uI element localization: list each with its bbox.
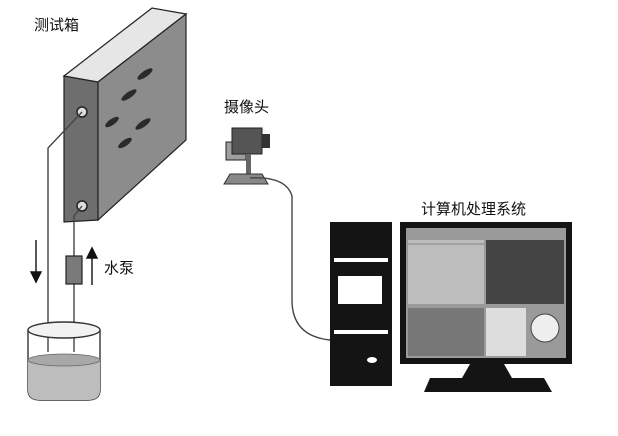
test-box bbox=[64, 8, 186, 222]
beaker bbox=[28, 322, 100, 400]
pump-label: 水泵 bbox=[104, 257, 134, 278]
outflow-arrow bbox=[31, 240, 41, 282]
test-box-label: 测试箱 bbox=[34, 14, 79, 35]
camera bbox=[224, 128, 270, 184]
pump bbox=[66, 256, 82, 284]
camera-label: 摄像头 bbox=[224, 96, 269, 117]
computer-label: 计算机处理系统 bbox=[421, 198, 526, 219]
monitor bbox=[400, 222, 572, 392]
inflow-arrow bbox=[87, 248, 97, 285]
camera-cable bbox=[250, 178, 330, 340]
computer-tower bbox=[330, 222, 392, 386]
